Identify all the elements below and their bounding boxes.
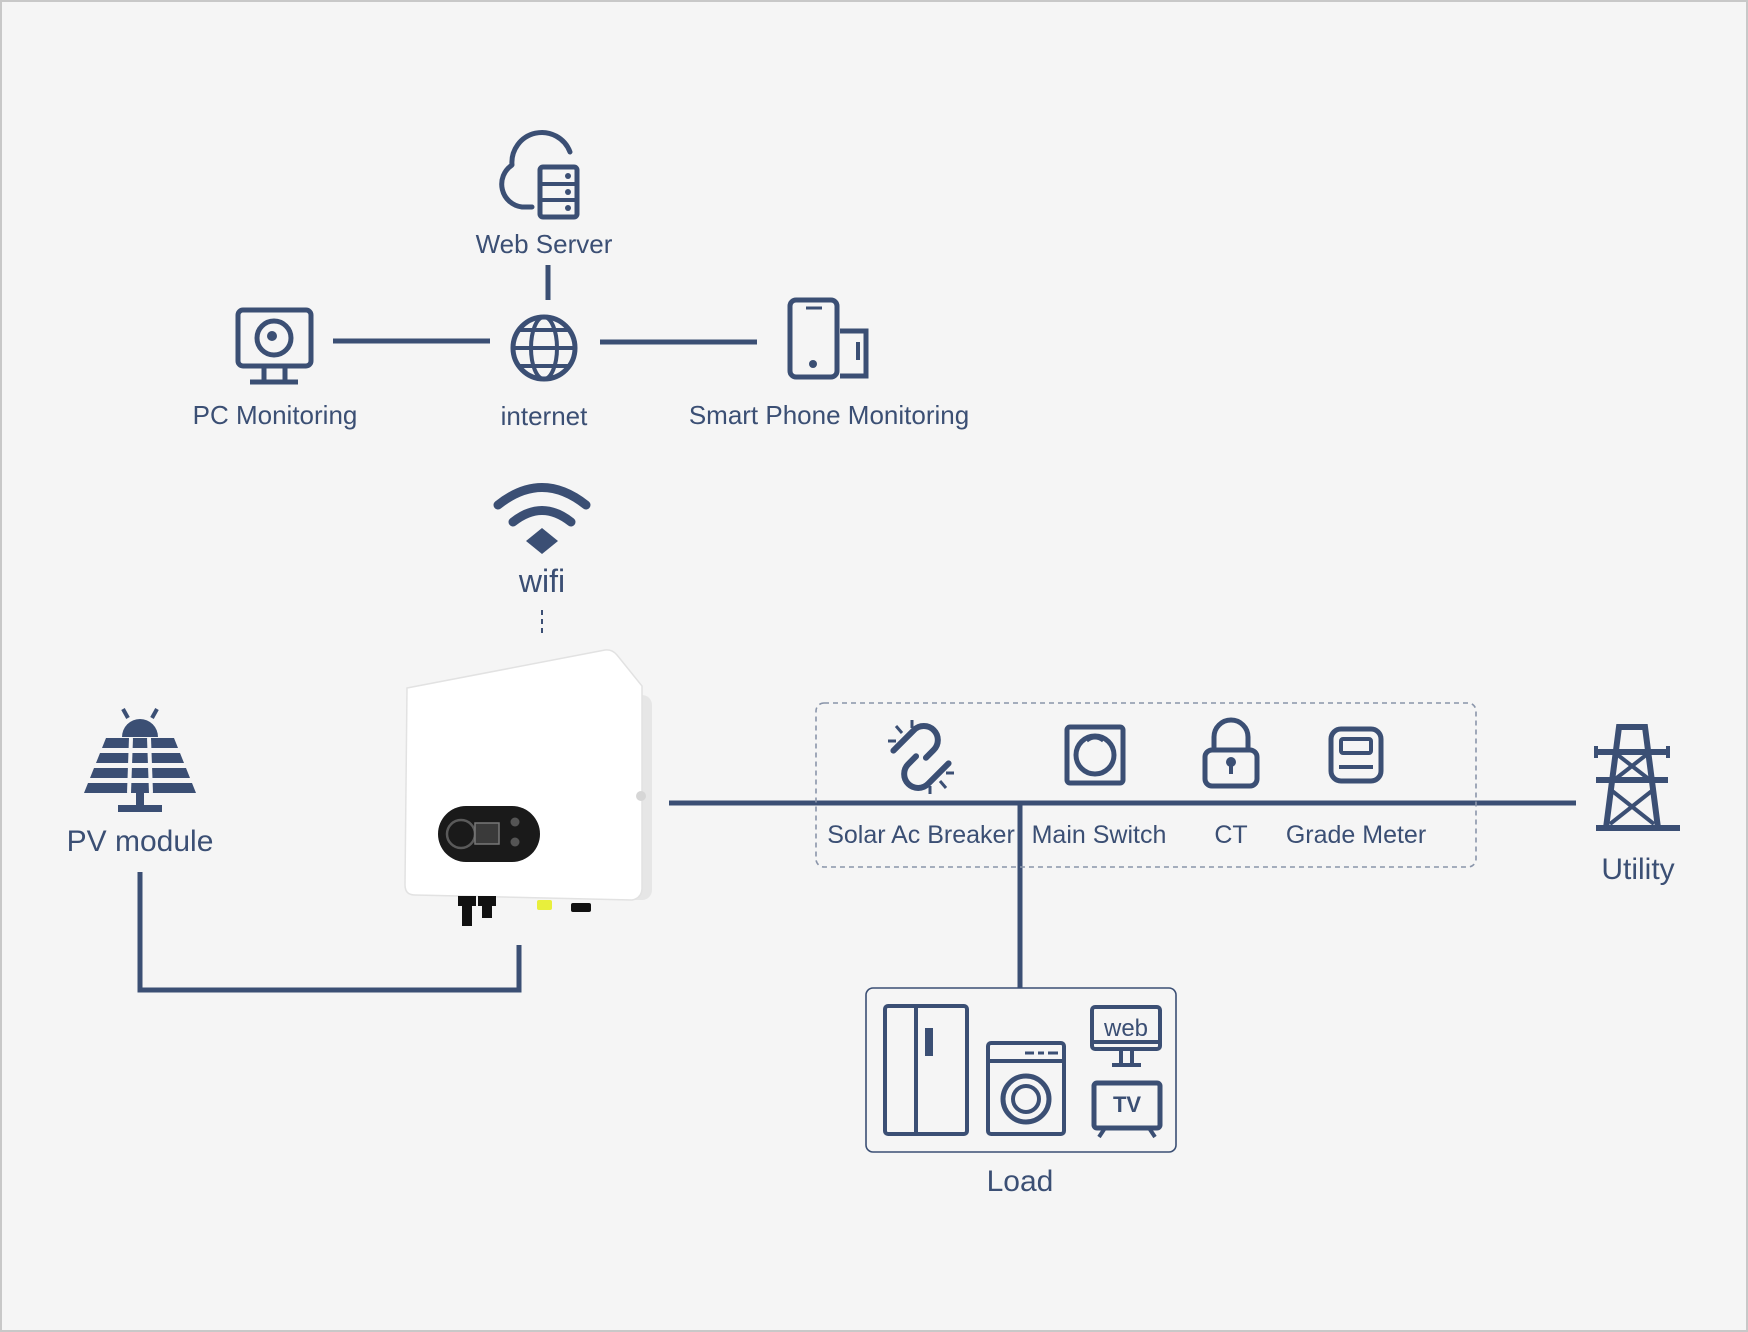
inverter-device [404,649,652,926]
broken-link-icon [888,720,954,794]
smart-phone-label: Smart Phone Monitoring [689,400,969,430]
globe-icon [510,314,578,382]
monitor-icon [235,307,314,385]
cloud-server-icon [499,130,580,220]
connection-lines [137,265,1576,993]
tv-text: TV [1113,1092,1141,1117]
monitor-web-text: web [1103,1015,1148,1042]
tv-icon: TV [1091,1080,1163,1139]
component-box [815,702,1477,868]
monitor-web-icon: web [1090,1005,1162,1067]
pv-module-label: PV module [67,825,214,858]
wifi-icon [493,483,591,554]
meter-icon [1328,726,1384,784]
inverter-screen [474,822,500,845]
grade-meter-label: Grade Meter [1286,821,1426,849]
switch-icon [1064,724,1126,786]
load-box [865,987,1177,1153]
ct-label: CT [1214,821,1247,849]
utility-label: Utility [1601,853,1674,886]
solar-ac-breaker-label: Solar Ac Breaker [827,821,1015,849]
wifi-label: wifi [518,563,565,599]
washing-machine-icon [986,1041,1066,1136]
smartphone-icon [787,297,869,380]
web-server-label: Web Server [476,229,613,259]
lock-icon [1202,717,1260,789]
load-label: Load [987,1165,1054,1198]
solar-panel-icon [84,708,196,812]
main-switch-label: Main Switch [1032,821,1167,849]
power-tower-icon [1594,724,1680,831]
pv-inverter-link [137,872,522,993]
internet-label: internet [501,401,588,431]
refrigerator-icon [883,1004,969,1136]
pc-monitoring-label: PC Monitoring [193,400,358,430]
